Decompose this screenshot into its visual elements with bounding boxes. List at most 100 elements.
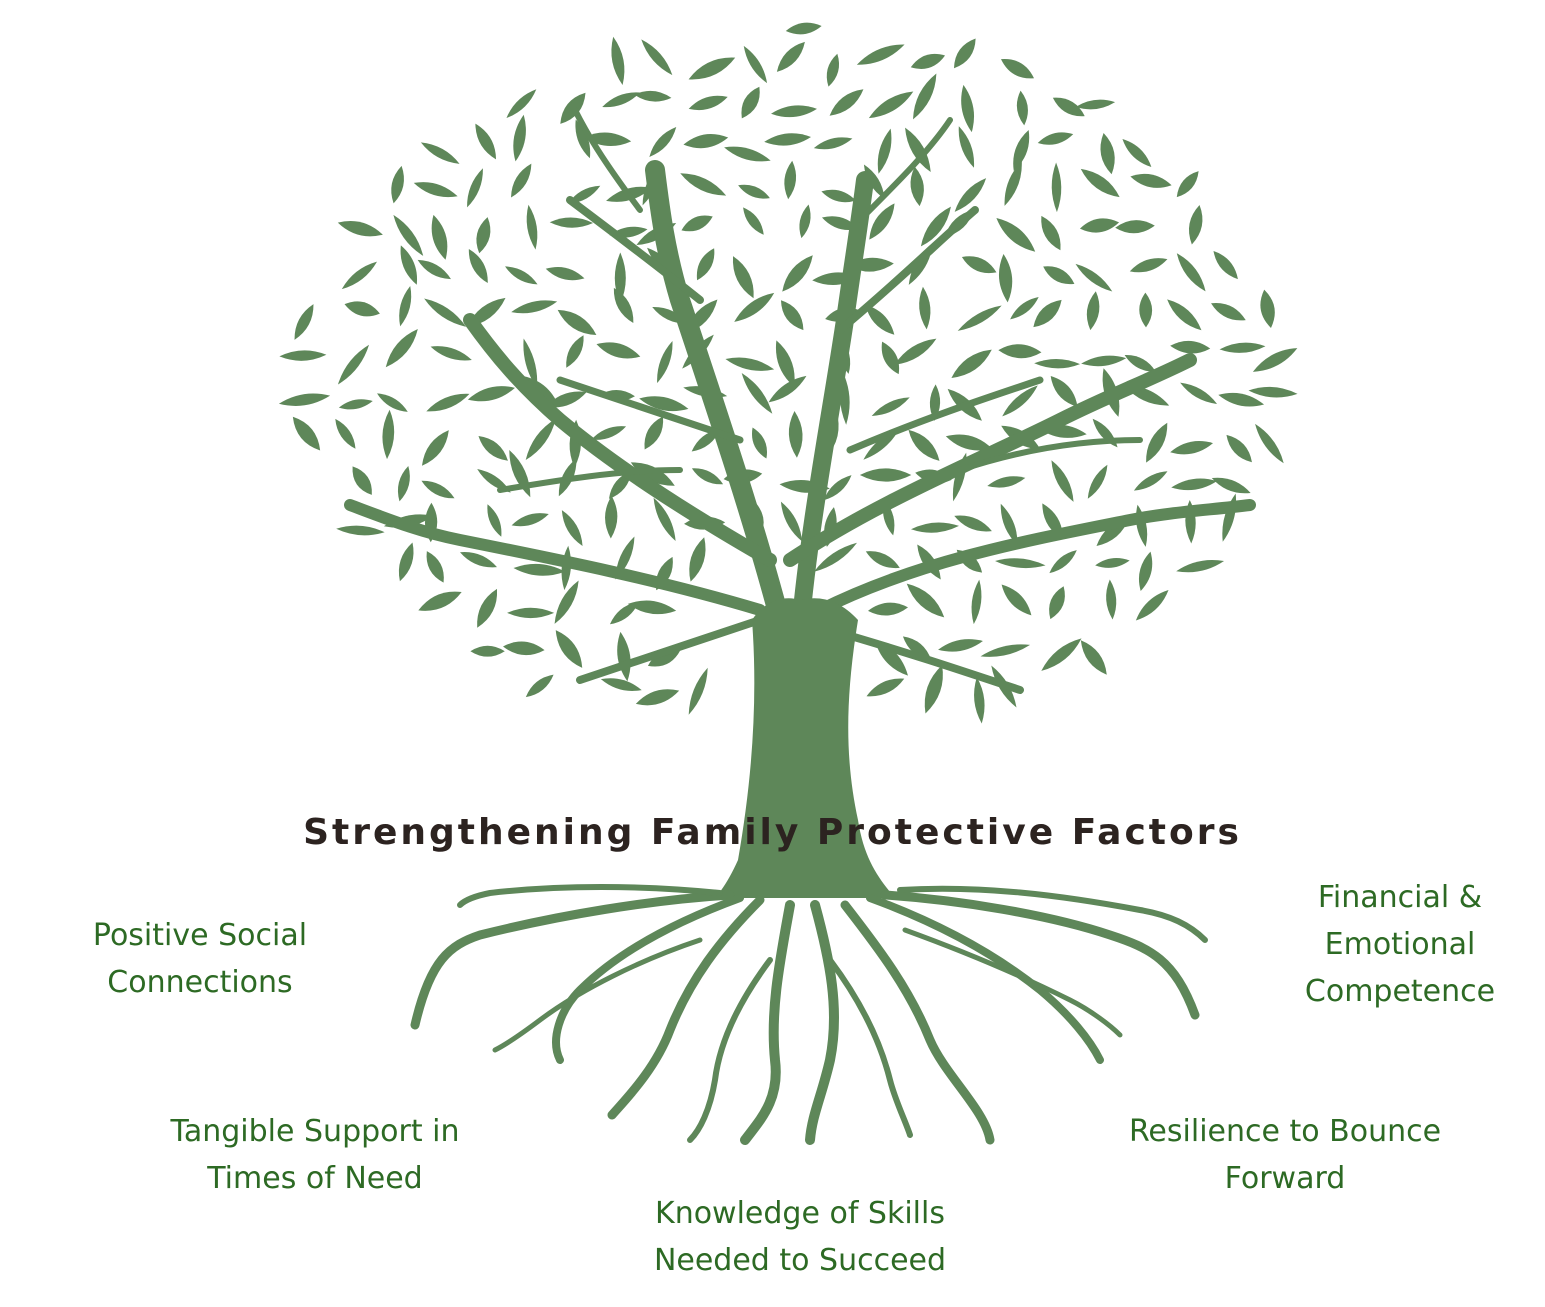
leaf: [554, 580, 579, 624]
leaf: [768, 375, 807, 403]
leaf: [1255, 423, 1284, 464]
leaf: [430, 346, 472, 361]
root: [687, 957, 773, 1143]
diagram-title: Strengthening Family Protective Factors: [303, 812, 1242, 853]
branch: [566, 196, 704, 304]
factor-line: Competence: [1304, 974, 1496, 1009]
leaf: [908, 429, 940, 461]
leaf: [1000, 503, 1018, 546]
leaf: [1041, 215, 1061, 251]
leaf: [764, 133, 811, 146]
leaf: [341, 261, 378, 290]
leaf: [813, 137, 853, 150]
leaf: [555, 630, 583, 668]
leaf: [1010, 297, 1039, 320]
leaf: [1002, 385, 1038, 417]
factor-line: Emotional: [1324, 927, 1476, 962]
leaf: [460, 552, 497, 568]
factor-financial-emotional-competence: Financial & Emotional Competence: [1250, 874, 1545, 1015]
leaf: [338, 399, 373, 410]
leaf: [1176, 253, 1206, 292]
leaf: [1211, 302, 1246, 321]
branch: [556, 376, 744, 444]
leaf: [1080, 168, 1120, 198]
leaf: [1222, 493, 1237, 542]
leaf: [689, 537, 706, 582]
leaf: [859, 468, 912, 482]
leaf: [954, 178, 987, 212]
leaf: [743, 207, 764, 235]
leaf: [683, 133, 729, 149]
leaf: [951, 349, 992, 378]
leaf: [478, 436, 508, 461]
leaf: [1087, 464, 1108, 499]
leaf: [823, 475, 852, 501]
leaf: [913, 73, 937, 120]
leaf: [1092, 418, 1118, 448]
leaf: [775, 340, 795, 387]
leaf: [1051, 162, 1062, 213]
leaf: [1213, 251, 1238, 280]
leaf: [1138, 551, 1153, 591]
leaf: [467, 386, 515, 402]
leaf: [1176, 171, 1199, 198]
leaf: [630, 462, 675, 486]
leaf: [635, 689, 680, 706]
leaf: [738, 184, 770, 199]
leaf: [644, 416, 664, 450]
factor-tangible-support: Tangible Support in Times of Need: [110, 1108, 520, 1202]
leaf: [294, 304, 314, 340]
leaf: [741, 86, 760, 119]
leaf: [507, 607, 555, 619]
leaf: [1079, 218, 1120, 233]
root: [607, 895, 765, 1120]
leaf: [945, 434, 993, 451]
leaf: [998, 344, 1042, 359]
leaf: [503, 641, 545, 656]
leaf: [1167, 299, 1202, 331]
leaf: [511, 300, 558, 314]
leaf: [511, 513, 549, 527]
factor-line: Connections: [107, 965, 293, 1000]
leaf: [467, 168, 483, 208]
factor-line: Tangible Support in: [170, 1114, 460, 1149]
leaf: [1122, 139, 1152, 167]
leaf: [1033, 299, 1062, 328]
leaf: [657, 340, 673, 384]
root: [880, 890, 1200, 1020]
leaf: [1180, 382, 1218, 404]
leaf: [1000, 59, 1035, 79]
leaf: [431, 214, 448, 260]
leaf: [513, 563, 566, 576]
leaf: [417, 259, 451, 280]
leaf: [865, 551, 900, 569]
root: [827, 957, 913, 1138]
branch: [783, 353, 1197, 567]
leaf: [292, 416, 321, 451]
leaf: [545, 391, 587, 408]
factor-line: Times of Need: [207, 1161, 423, 1196]
leaf: [1171, 478, 1217, 491]
factor-line: Knowledge of Skills: [655, 1196, 945, 1231]
leaf: [877, 128, 892, 174]
leaf: [724, 146, 771, 162]
leaf: [647, 649, 681, 667]
leaf: [1100, 132, 1115, 175]
leaf: [400, 245, 418, 285]
leaf: [426, 393, 470, 412]
leaf: [1252, 348, 1298, 372]
leaf: [468, 248, 488, 284]
leaf: [420, 142, 460, 164]
leaf: [591, 426, 627, 440]
leaf: [1176, 559, 1225, 573]
leaf: [961, 84, 974, 133]
leaf: [641, 39, 673, 76]
leaf: [279, 350, 327, 361]
root: [840, 900, 995, 1145]
tree-roots: [410, 884, 1208, 1145]
leaf: [391, 165, 404, 204]
leaf: [954, 515, 992, 532]
factor-resilience: Resilience to Bounce Forward: [1080, 1108, 1490, 1202]
leaf: [377, 393, 408, 412]
